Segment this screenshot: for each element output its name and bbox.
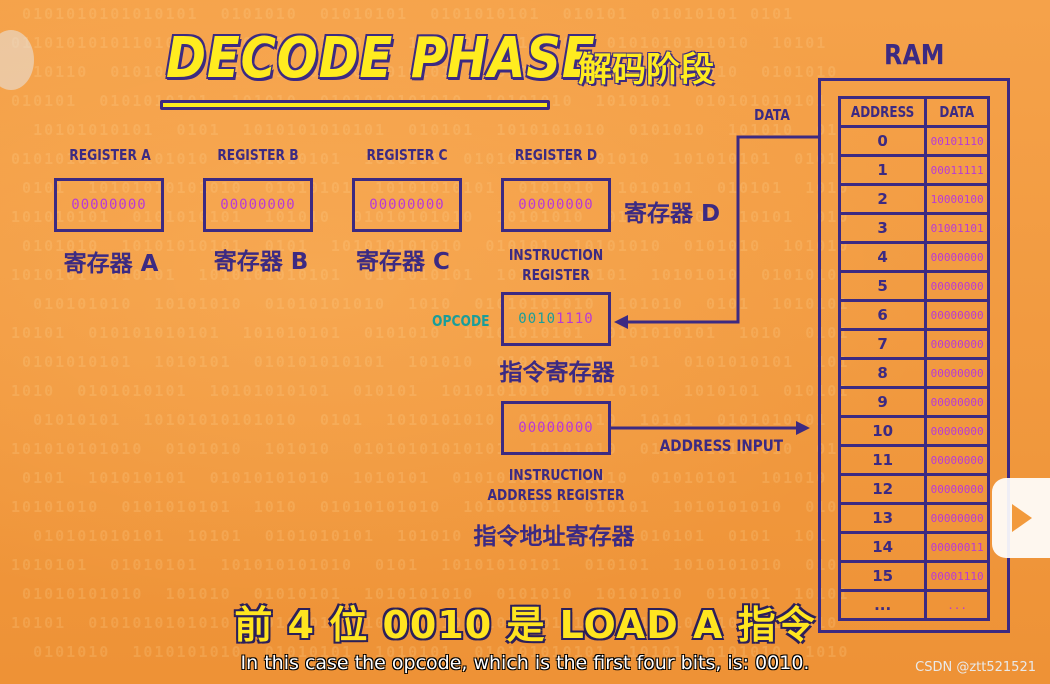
- ram-address-cell: 10: [837, 415, 928, 447]
- register-c-label-cn: 寄存器 C: [356, 249, 450, 275]
- ram-header-data: DATA: [924, 96, 990, 128]
- instruction-register-label-2: REGISTER: [522, 266, 590, 284]
- opcode-label: OPCODE: [432, 312, 490, 330]
- play-icon: [1012, 504, 1032, 532]
- ram-data-cell: 00000000: [924, 357, 990, 389]
- instruction-address-register-label-cn: 指令地址寄存器: [473, 524, 635, 550]
- ram-title: RAM: [884, 38, 945, 71]
- ram-data-cell: 00101110: [924, 125, 990, 157]
- address-input-label: ADDRESS INPUT: [659, 436, 784, 455]
- data-arrow-line: [626, 135, 818, 324]
- ram-data-cell: 10000100: [924, 183, 990, 215]
- ram-address-cell: 6: [837, 299, 928, 331]
- opcode-bits: 0010: [518, 311, 556, 327]
- instruction-register-label-cn: 指令寄存器: [499, 360, 615, 386]
- ram-address-cell: 1: [837, 154, 928, 186]
- ram-data-cell: 00000000: [924, 444, 990, 476]
- page-title-cn: 解码阶段: [578, 50, 714, 90]
- title-underline: [160, 100, 550, 110]
- instruction-address-register-label-2: ADDRESS REGISTER: [487, 486, 625, 504]
- register-d-label-cn: 寄存器 D: [623, 201, 721, 227]
- ram-data-cell: 00000000: [924, 241, 990, 273]
- ram-data-cell: 00000000: [924, 270, 990, 302]
- ram-data-cell: 00011111: [924, 154, 990, 186]
- register-a-label-cn: 寄存器 A: [63, 251, 159, 277]
- instruction-register-label-1: INSTRUCTION: [508, 246, 604, 264]
- register-b-box: 00000000: [203, 178, 313, 232]
- ram-data-cell: 01001101: [924, 212, 990, 244]
- ram-data-cell: 00000000: [924, 386, 990, 418]
- ram-address-cell: 5: [837, 270, 928, 302]
- operand-bits: 1110: [556, 311, 594, 327]
- ram-row: ......: [837, 589, 990, 621]
- ram-address-cell: 4: [837, 241, 928, 273]
- ram-address-cell: 2: [837, 183, 928, 215]
- data-arrow-head: [614, 315, 628, 329]
- register-a-box: 00000000: [54, 178, 164, 232]
- ram-data-cell: 00001110: [924, 560, 990, 592]
- ram-data-cell: 00000011: [924, 531, 990, 563]
- ram-header-address: ADDRESS: [837, 96, 928, 128]
- register-b-label-cn: 寄存器 B: [213, 249, 309, 275]
- ram-address-cell: ...: [837, 589, 928, 621]
- subtitle-en: In this case the opcode, which is the fi…: [240, 652, 810, 674]
- register-d-label: REGISTER D: [514, 146, 598, 164]
- ram-address-cell: 13: [837, 502, 928, 534]
- register-c-box: 00000000: [352, 178, 462, 232]
- ram-address-cell: 8: [837, 357, 928, 389]
- ram-address-cell: 11: [837, 444, 928, 476]
- ram-data-cell: 00000000: [924, 415, 990, 447]
- ram-address-cell: 7: [837, 328, 928, 360]
- ram-address-cell: 3: [837, 212, 928, 244]
- register-c-label: REGISTER C: [366, 146, 448, 164]
- ram-address-cell: 15: [837, 560, 928, 592]
- ram-address-cell: 0: [837, 125, 928, 157]
- play-button[interactable]: [992, 478, 1050, 558]
- ram-data-cell: 00000000: [924, 502, 990, 534]
- page-title: DECODE PHASE: [166, 26, 596, 91]
- ram-address-cell: 12: [837, 473, 928, 505]
- ram-block: [818, 78, 1010, 633]
- register-b-label: REGISTER B: [217, 146, 299, 164]
- address-arrow-head: [796, 421, 810, 435]
- instruction-address-register-box: 00000000: [501, 401, 611, 455]
- subtitle-cn: 前 4 位 0010 是 LOAD A 指令: [234, 603, 816, 647]
- register-a-label: REGISTER A: [69, 146, 151, 164]
- ram-data-cell: 00000000: [924, 299, 990, 331]
- ram-data-cell: ...: [924, 589, 990, 621]
- title-block: DECODE PHASE: [160, 24, 595, 114]
- instruction-address-register-label-1: INSTRUCTION: [508, 466, 604, 484]
- ram-data-cell: 00000000: [924, 473, 990, 505]
- ram-data-cell: 00000000: [924, 328, 990, 360]
- watermark: CSDN @ztt521521: [915, 660, 1036, 675]
- register-d-box: 00000000: [501, 178, 611, 232]
- ram-address-cell: 14: [837, 531, 928, 563]
- data-label: DATA: [754, 106, 790, 124]
- ram-address-cell: 9: [837, 386, 928, 418]
